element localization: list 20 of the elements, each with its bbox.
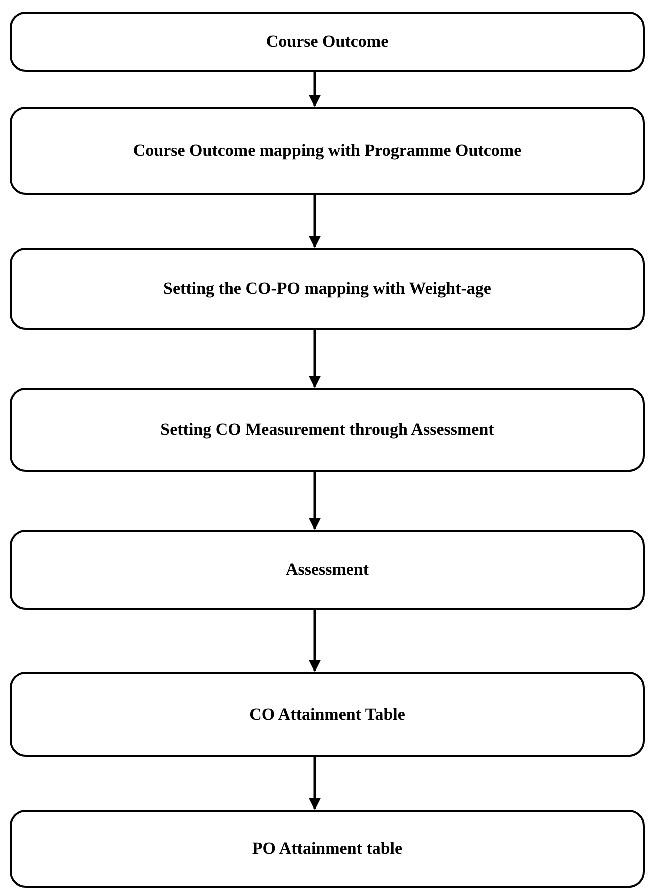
box-label: Course Outcome bbox=[266, 31, 389, 54]
box-label: Setting the CO-PO mapping with Weight-age bbox=[164, 278, 492, 300]
process-box bbox=[10, 107, 645, 195]
process-box bbox=[10, 810, 645, 888]
process-box bbox=[10, 248, 645, 330]
arrow bbox=[308, 472, 322, 530]
arrow bbox=[308, 72, 322, 108]
process-box bbox=[10, 12, 645, 72]
process-box bbox=[10, 672, 645, 757]
process-box bbox=[10, 388, 645, 472]
process-box bbox=[10, 530, 645, 610]
arrow bbox=[308, 610, 322, 672]
box-label: Assessment bbox=[286, 559, 370, 582]
box-label: CO Attainment Table bbox=[250, 704, 406, 726]
arrow bbox=[308, 195, 322, 248]
box-label: Course Outcome mapping with Programme Outcome bbox=[133, 140, 522, 162]
box-label: PO Attainment table bbox=[252, 838, 403, 860]
arrow bbox=[308, 330, 322, 388]
box-label: Setting CO Measurement through Assessment bbox=[160, 419, 494, 442]
arrow bbox=[308, 757, 322, 810]
